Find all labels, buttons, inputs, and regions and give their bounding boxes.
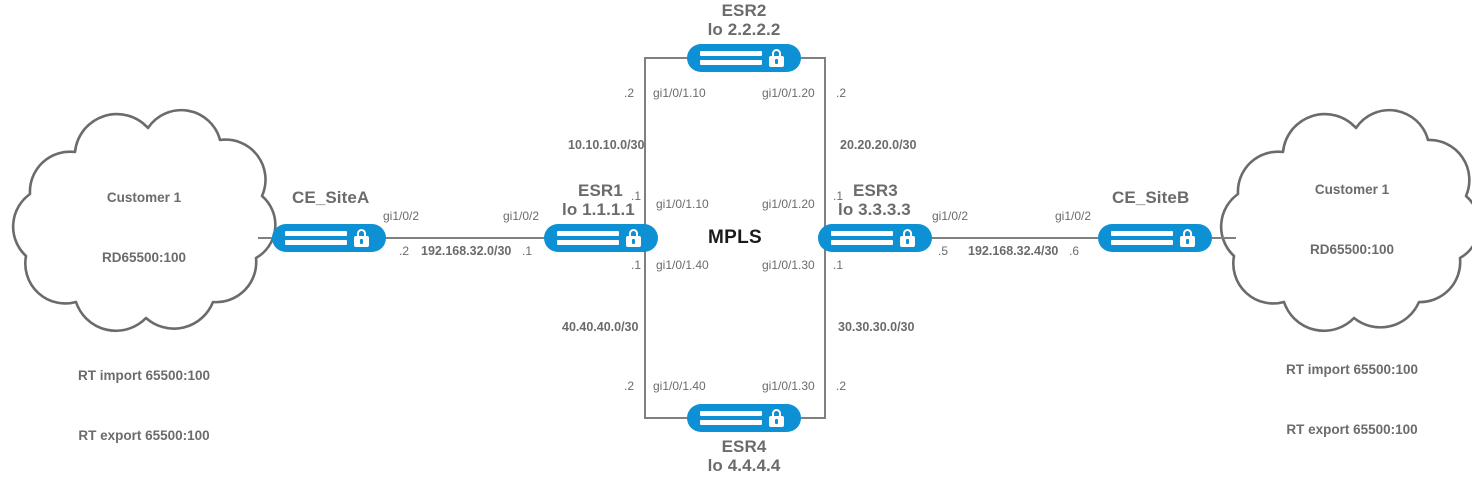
tick-esr2-west: .2 bbox=[624, 86, 635, 100]
label-iface-esr1-to-cea: gi1/0/2 bbox=[503, 209, 540, 223]
router-esr4[interactable] bbox=[687, 404, 801, 432]
label-iface-esr3-to-esr2: gi1/0/1.20 bbox=[762, 197, 815, 211]
label-iface-cea-to-esr1: gi1/0/2 bbox=[383, 209, 420, 223]
router-bar bbox=[557, 231, 619, 236]
label-mpls-core: MPLS bbox=[708, 227, 762, 248]
tick-esr1-west: .1 bbox=[522, 244, 533, 258]
router-bar bbox=[1111, 231, 1173, 236]
label-iface-esr4-to-esr3: gi1/0/1.30 bbox=[762, 379, 815, 393]
router-bar bbox=[700, 420, 762, 425]
router-ce-siteb[interactable] bbox=[1098, 224, 1212, 252]
label-iface-esr2-to-esr1: gi1/0/1.10 bbox=[653, 86, 706, 100]
router-bar bbox=[700, 411, 762, 416]
lock-icon bbox=[769, 49, 784, 67]
tick-esr1-north: .1 bbox=[631, 189, 642, 203]
label-iface-esr3-to-ceb: gi1/0/2 bbox=[932, 209, 969, 223]
router-esr2[interactable] bbox=[687, 44, 801, 72]
cloud-right-line4: RT export 65500:100 bbox=[1286, 422, 1418, 437]
label-ce-sitea: CE_SiteA bbox=[292, 188, 370, 207]
router-esr3[interactable] bbox=[818, 224, 932, 252]
tick-esr2-east: .2 bbox=[836, 86, 847, 100]
router-bar bbox=[700, 51, 762, 56]
tick-esr3-north: .1 bbox=[833, 189, 844, 203]
cloud-outline-left bbox=[11, 108, 277, 333]
label-net-esr2-esr3: 20.20.20.0/30 bbox=[840, 138, 917, 152]
tick-cea-side: .2 bbox=[399, 244, 410, 258]
router-bar bbox=[700, 60, 762, 65]
label-net-cea-esr1: 192.168.32.0/30 bbox=[421, 244, 512, 258]
tick-esr4-east: .2 bbox=[836, 379, 847, 393]
label-esr4-name: ESR4 bbox=[721, 437, 767, 456]
tick-esr3-south: .1 bbox=[833, 258, 844, 272]
label-net-esr3-ceb: 192.168.32.4/30 bbox=[968, 244, 1059, 258]
link-esr1-esr2 bbox=[644, 57, 687, 238]
cloud-right-line3: RT import 65500:100 bbox=[1285, 362, 1419, 377]
label-net-esr4-esr1: 40.40.40.0/30 bbox=[562, 320, 639, 334]
router-bar bbox=[831, 240, 893, 245]
router-bar bbox=[285, 231, 347, 236]
cloud-right-line2: RD65500:100 bbox=[1309, 242, 1395, 257]
cloud-right-text-block: Customer 1 RD65500:100 RT import 65500:1… bbox=[1236, 140, 1468, 480]
link-esr1-esr4 bbox=[644, 238, 687, 419]
label-iface-ceb-to-esr3: gi1/0/2 bbox=[1055, 209, 1092, 223]
tick-esr4-west: .2 bbox=[624, 379, 635, 393]
lock-icon bbox=[769, 409, 784, 427]
cloud-outline-right bbox=[1219, 108, 1472, 333]
link-esr2-esr3 bbox=[801, 57, 826, 238]
lock-icon bbox=[626, 229, 641, 247]
router-bar bbox=[285, 240, 347, 245]
label-esr1-name: ESR1 bbox=[578, 181, 623, 200]
cloud-left-line2: RD65500:100 bbox=[101, 250, 187, 265]
link-esr4-esr3 bbox=[801, 238, 826, 419]
lock-icon bbox=[1180, 229, 1195, 247]
tick-ceb-side: .6 bbox=[1069, 244, 1080, 258]
label-esr3-name: ESR3 bbox=[853, 181, 898, 200]
lock-icon bbox=[354, 229, 369, 247]
label-iface-esr1-to-esr2: gi1/0/1.10 bbox=[656, 197, 709, 211]
router-ce-sitea[interactable] bbox=[272, 224, 386, 252]
label-iface-esr1-to-esr4: gi1/0/1.40 bbox=[656, 258, 709, 272]
cloud-left-line1: Customer 1 bbox=[106, 190, 182, 205]
label-esr4-loopback: lo 4.4.4.4 bbox=[707, 456, 781, 475]
label-iface-esr3-to-esr4: gi1/0/1.30 bbox=[762, 258, 815, 272]
router-bar bbox=[1111, 240, 1173, 245]
cloud-left-text-block: Customer 1 RD65500:100 RT import 65500:1… bbox=[28, 148, 260, 480]
label-esr1-loopback: lo 1.1.1.1 bbox=[562, 200, 635, 219]
cloud-left-line4: RT export 65500:100 bbox=[78, 428, 210, 443]
label-esr2-loopback: lo 2.2.2.2 bbox=[707, 20, 781, 39]
label-iface-esr4-to-esr1: gi1/0/1.40 bbox=[653, 379, 706, 393]
cloud-right-line1: Customer 1 bbox=[1314, 182, 1390, 197]
label-net-esr1-esr2: 10.10.10.0/30 bbox=[568, 138, 645, 152]
router-bar bbox=[557, 240, 619, 245]
tick-esr3-east: .5 bbox=[938, 244, 949, 258]
cloud-left-line3: RT import 65500:100 bbox=[77, 368, 211, 383]
label-esr2-name: ESR2 bbox=[721, 1, 767, 20]
tick-esr1-south: .1 bbox=[631, 258, 642, 272]
label-ce-siteb: CE_SiteB bbox=[1112, 188, 1190, 207]
label-iface-esr2-to-esr3: gi1/0/1.20 bbox=[762, 86, 815, 100]
label-net-esr3-esr4: 30.30.30.0/30 bbox=[838, 320, 915, 334]
router-bar bbox=[831, 231, 893, 236]
label-esr3-loopback: lo 3.3.3.3 bbox=[838, 200, 911, 219]
lock-icon bbox=[900, 229, 915, 247]
router-esr1[interactable] bbox=[544, 224, 658, 252]
